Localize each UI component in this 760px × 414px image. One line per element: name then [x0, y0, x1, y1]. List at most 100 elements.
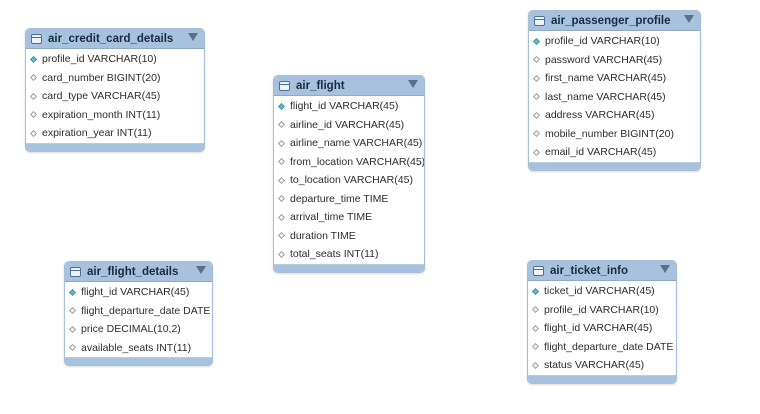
- column-row[interactable]: expiration_month INT(11): [26, 106, 204, 125]
- table-air-ticket-info[interactable]: air_ticket_info ticket_id VARCHAR(45) pr…: [527, 260, 677, 384]
- triangle-down-icon[interactable]: [408, 80, 418, 88]
- hollow-diamond-icon: [29, 111, 38, 119]
- column-row[interactable]: password VARCHAR(45): [529, 51, 700, 70]
- column-label: flight_id VARCHAR(45): [290, 100, 399, 113]
- hollow-diamond-icon: [277, 121, 286, 129]
- column-label: ticket_id VARCHAR(45): [544, 285, 655, 298]
- hollow-diamond-icon: [277, 213, 286, 221]
- hollow-diamond-icon: [68, 325, 77, 333]
- column-list: flight_id VARCHAR(45) airline_id VARCHAR…: [274, 96, 424, 264]
- column-label: flight_departure_date DATE: [544, 340, 674, 353]
- column-label: departure_time TIME: [290, 192, 389, 205]
- hollow-diamond-icon: [532, 148, 541, 156]
- column-row[interactable]: mobile_number BIGINT(20): [529, 125, 700, 144]
- column-row[interactable]: to_location VARCHAR(45): [274, 171, 424, 190]
- table-air-credit-card-details[interactable]: air_credit_card_details profile_id VARCH…: [25, 28, 205, 152]
- hollow-diamond-icon: [531, 324, 540, 332]
- column-label: address VARCHAR(45): [545, 109, 655, 122]
- table-header[interactable]: air_flight: [274, 76, 424, 96]
- column-row[interactable]: flight_departure_date DATE: [65, 302, 212, 321]
- column-row[interactable]: total_seats INT(11): [274, 245, 424, 264]
- column-row[interactable]: profile_id VARCHAR(10): [26, 50, 204, 69]
- table-header[interactable]: air_ticket_info: [528, 261, 676, 281]
- column-label: airline_id VARCHAR(45): [290, 118, 405, 131]
- column-label: mobile_number BIGINT(20): [545, 127, 674, 140]
- column-row[interactable]: profile_id VARCHAR(10): [529, 32, 700, 51]
- column-row[interactable]: duration TIME: [274, 227, 424, 246]
- column-label: profile_id VARCHAR(10): [545, 35, 660, 48]
- column-row[interactable]: card_type VARCHAR(45): [26, 87, 204, 106]
- column-label: profile_id VARCHAR(10): [42, 53, 157, 66]
- column-label: from_location VARCHAR(45): [290, 155, 425, 168]
- triangle-down-icon[interactable]: [188, 33, 198, 41]
- column-row[interactable]: airline_id VARCHAR(45): [274, 116, 424, 135]
- hollow-diamond-icon: [277, 195, 286, 203]
- column-label: last_name VARCHAR(45): [545, 90, 666, 103]
- table-footer: [528, 374, 676, 383]
- table-icon: [533, 265, 544, 276]
- table-header[interactable]: air_credit_card_details: [26, 29, 204, 49]
- table-air-flight[interactable]: air_flight flight_id VARCHAR(45) airline…: [273, 75, 425, 273]
- triangle-down-icon[interactable]: [684, 15, 694, 23]
- column-row[interactable]: email_id VARCHAR(45): [529, 143, 700, 162]
- hollow-diamond-icon: [68, 344, 77, 352]
- filled-diamond-icon: [277, 102, 286, 110]
- column-label: status VARCHAR(45): [544, 359, 645, 372]
- column-row[interactable]: flight_departure_date DATE: [528, 338, 676, 357]
- table-footer: [274, 263, 424, 272]
- table-name: air_flight_details: [87, 265, 179, 278]
- column-row[interactable]: profile_id VARCHAR(10): [528, 301, 676, 320]
- column-row[interactable]: flight_id VARCHAR(45): [274, 97, 424, 116]
- table-header[interactable]: air_flight_details: [65, 262, 212, 282]
- column-label: airline_name VARCHAR(45): [290, 137, 423, 150]
- hollow-diamond-icon: [277, 176, 286, 184]
- column-row[interactable]: available_seats INT(11): [65, 339, 212, 358]
- column-label: total_seats INT(11): [290, 248, 379, 261]
- column-row[interactable]: from_location VARCHAR(45): [274, 153, 424, 172]
- hollow-diamond-icon: [29, 92, 38, 100]
- table-icon: [534, 15, 545, 26]
- column-label: password VARCHAR(45): [545, 53, 663, 66]
- filled-diamond-icon: [29, 55, 38, 63]
- column-row[interactable]: airline_name VARCHAR(45): [274, 134, 424, 153]
- hollow-diamond-icon: [531, 361, 540, 369]
- column-row[interactable]: arrival_time TIME: [274, 208, 424, 227]
- column-list: ticket_id VARCHAR(45) profile_id VARCHAR…: [528, 281, 676, 375]
- column-label: duration TIME: [290, 229, 356, 242]
- column-row[interactable]: departure_time TIME: [274, 190, 424, 209]
- triangle-down-icon[interactable]: [196, 266, 206, 274]
- column-row[interactable]: card_number BIGINT(20): [26, 69, 204, 88]
- table-footer: [26, 142, 204, 151]
- column-label: expiration_year INT(11): [42, 127, 152, 140]
- column-label: to_location VARCHAR(45): [290, 174, 413, 187]
- column-list: flight_id VARCHAR(45) flight_departure_d…: [65, 282, 212, 357]
- column-label: available_seats INT(11): [81, 341, 192, 354]
- table-air-flight-details[interactable]: air_flight_details flight_id VARCHAR(45)…: [64, 261, 213, 366]
- column-row[interactable]: flight_id VARCHAR(45): [528, 319, 676, 338]
- hollow-diamond-icon: [531, 306, 540, 314]
- hollow-diamond-icon: [532, 130, 541, 138]
- hollow-diamond-icon: [277, 232, 286, 240]
- hollow-diamond-icon: [532, 93, 541, 101]
- column-row[interactable]: status VARCHAR(45): [528, 356, 676, 375]
- table-icon: [279, 80, 290, 91]
- hollow-diamond-icon: [532, 111, 541, 119]
- column-label: flight_id VARCHAR(45): [544, 322, 653, 335]
- hollow-diamond-icon: [29, 129, 38, 137]
- table-header[interactable]: air_passenger_profile: [529, 11, 700, 31]
- column-row[interactable]: last_name VARCHAR(45): [529, 88, 700, 107]
- column-row[interactable]: address VARCHAR(45): [529, 106, 700, 125]
- column-row[interactable]: expiration_year INT(11): [26, 124, 204, 143]
- column-label: arrival_time TIME: [290, 211, 373, 224]
- table-air-passenger-profile[interactable]: air_passenger_profile profile_id VARCHAR…: [528, 10, 701, 171]
- column-label: flight_departure_date DATE: [81, 304, 211, 317]
- column-label: first_name VARCHAR(45): [545, 72, 667, 85]
- column-row[interactable]: first_name VARCHAR(45): [529, 69, 700, 88]
- column-label: expiration_month INT(11): [42, 108, 161, 121]
- column-row[interactable]: ticket_id VARCHAR(45): [528, 282, 676, 301]
- triangle-down-icon[interactable]: [660, 265, 670, 273]
- table-name: air_credit_card_details: [48, 32, 174, 45]
- column-row[interactable]: flight_id VARCHAR(45): [65, 283, 212, 302]
- hollow-diamond-icon: [531, 343, 540, 351]
- column-row[interactable]: price DECIMAL(10,2): [65, 320, 212, 339]
